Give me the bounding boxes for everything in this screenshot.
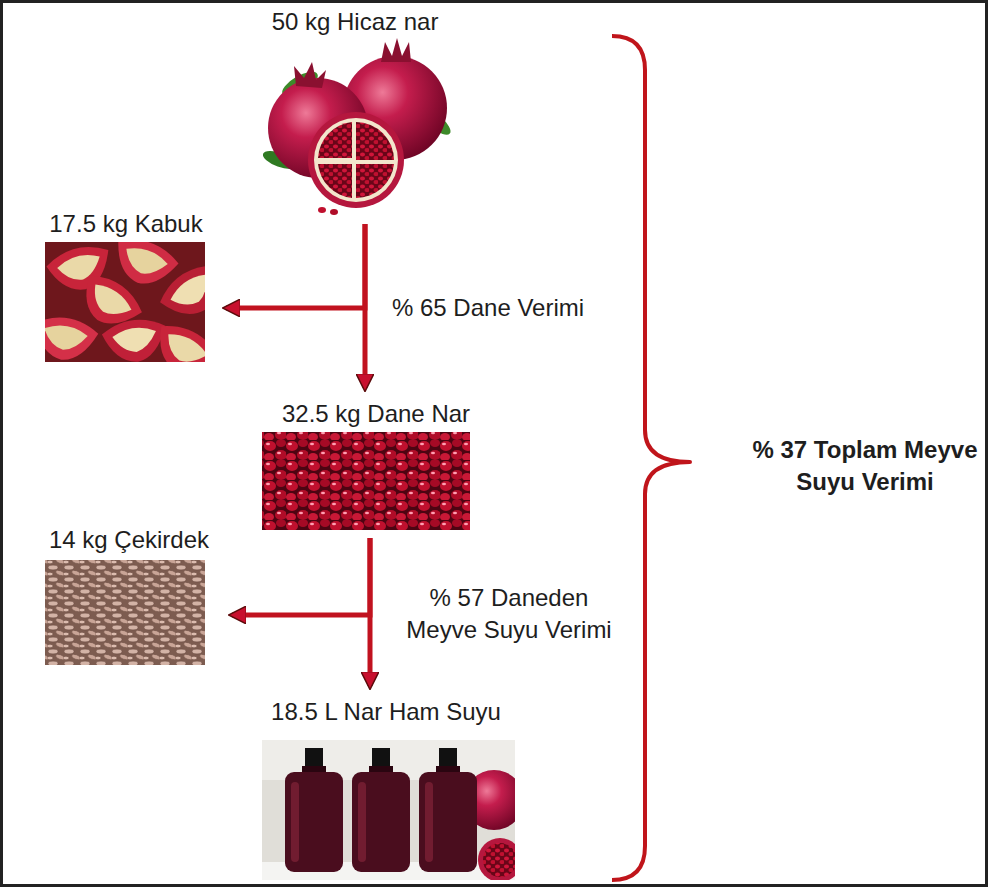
peel-picture-part-part — [154, 257, 205, 328]
pomegranate-picture-part — [318, 207, 326, 213]
juice-picture-part-part — [305, 748, 323, 768]
juice-picture-part-part — [419, 772, 477, 872]
picture-box: 18.5 L Nar Ham Suyu — [248, 696, 524, 882]
juice-picture-part — [478, 838, 515, 880]
peel-picture — [45, 242, 205, 362]
node-title: 14 kg Çekirdek — [36, 524, 222, 556]
peel-picture-part — [45, 313, 100, 362]
seeds-picture — [45, 560, 205, 665]
juice-picture-part-part — [358, 782, 366, 862]
picture-box: 32.5 kg Dane Nar — [254, 398, 498, 532]
yield-label: % 65 Dane Verimi — [392, 292, 584, 324]
juice-picture-part-part — [372, 748, 390, 768]
peel-picture-part-part — [167, 270, 205, 315]
pomegranate-picture-part — [308, 112, 404, 208]
pomegranate-picture-part — [318, 122, 352, 158]
pomegranate-picture-part — [294, 62, 326, 88]
peel-picture-part-part — [120, 243, 170, 281]
picture-box: 17.5 kg Kabuk — [36, 208, 216, 364]
flow-arrow — [226, 224, 365, 308]
yield-label: % 57 Daneden Meyve Suyu Verimi — [398, 582, 620, 646]
juice-picture-part-part — [425, 782, 433, 862]
peel-picture-part — [154, 257, 205, 328]
peel-picture-part-part — [101, 316, 170, 362]
peel-picture-part-part — [146, 317, 205, 362]
total-yield-label: % 37 Toplam Meyve Suyu Verimi — [752, 434, 978, 498]
juice-picture — [262, 740, 515, 880]
juice-picture-part-part — [352, 772, 410, 872]
pomegranate-picture-part — [318, 164, 352, 198]
node-title: 50 kg Hicaz nar — [258, 6, 452, 38]
peel-picture-part-part — [112, 325, 159, 355]
pomegranate-picture-part — [381, 38, 411, 62]
node-title: 17.5 kg Kabuk — [36, 208, 216, 240]
juice-picture-part — [285, 748, 343, 872]
arils-picture — [262, 432, 470, 530]
pomegranate-picture — [261, 38, 455, 215]
flow-arrow — [368, 538, 373, 686]
picture-box: 50 kg Hicaz nar — [258, 6, 452, 218]
peel-picture-part-part — [45, 322, 89, 353]
node-title: 32.5 kg Dane Nar — [254, 398, 498, 430]
peel-picture-part-part — [45, 313, 100, 362]
flow-arrow — [363, 224, 368, 388]
juice-picture-part-part — [439, 748, 457, 768]
juice-picture-part — [352, 748, 410, 872]
peel-picture-part — [146, 317, 205, 362]
juice-picture-part-part — [291, 782, 299, 862]
flow-arrow — [232, 538, 370, 615]
juice-picture-part — [483, 843, 515, 877]
juice-picture-part-part — [285, 772, 343, 872]
seeds-picture-part — [45, 560, 205, 665]
pomegranate-picture-part — [356, 122, 394, 160]
peel-picture-part-part — [85, 280, 135, 325]
picture-box: 14 kg Çekirdek — [36, 524, 222, 666]
peel-picture-part-part — [160, 329, 205, 362]
pomegranate-picture-part — [314, 118, 398, 202]
pomegranate-picture-part — [356, 164, 394, 198]
total-bracket — [612, 36, 690, 880]
arils-picture-part — [262, 432, 470, 530]
pomegranate-picture-part — [330, 209, 338, 215]
node-title: 18.5 L Nar Ham Suyu — [248, 696, 524, 728]
juice-picture-part — [419, 748, 477, 872]
peel-picture-part — [101, 316, 170, 362]
